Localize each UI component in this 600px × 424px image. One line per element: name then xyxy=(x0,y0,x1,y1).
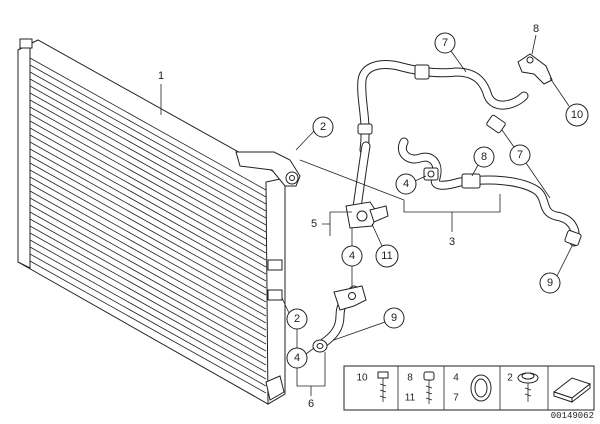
seal-ring-icon xyxy=(470,374,492,402)
callout-2-lower-text: 2 xyxy=(294,313,300,325)
part-3-label: 3 xyxy=(449,236,455,248)
cooler-fins xyxy=(29,57,267,394)
legend-label-10: 10 xyxy=(356,373,368,384)
callout-4-lower-text: 4 xyxy=(294,352,300,364)
shim-plate-icon xyxy=(552,377,592,404)
part-3-group: 3 xyxy=(299,159,501,248)
callout-2-lower: 2 xyxy=(281,297,308,330)
callout-2-upper: 2 xyxy=(295,116,334,151)
legend-label-7: 7 xyxy=(453,393,459,404)
callout-7-mid: 7 xyxy=(501,129,551,199)
callout-9-right: 9 xyxy=(539,245,573,294)
callout-7-top: 7 xyxy=(434,32,467,73)
callout-4-mid: 4 xyxy=(395,173,427,195)
callout-7-mid-text: 7 xyxy=(517,149,523,161)
callout-4-mid-text: 4 xyxy=(403,178,409,190)
fastener-legend: 10 8 11 4 7 2 xyxy=(343,365,595,411)
callout-10-text: 10 xyxy=(571,109,583,121)
part-5-group: 5 xyxy=(311,211,352,236)
callout-9-lower-text: 9 xyxy=(391,312,397,324)
part-5-label: 5 xyxy=(311,218,317,230)
callout-9-right-text: 9 xyxy=(547,277,553,289)
callout-4-lower: 4 xyxy=(286,347,315,369)
part-8-small-group: 8 xyxy=(531,23,539,55)
callout-11-text: 11 xyxy=(381,250,392,262)
callout-8-mid-text: 8 xyxy=(481,151,487,163)
legend-label-11: 11 xyxy=(405,393,416,404)
hose-assembly-upper xyxy=(345,53,553,229)
callout-4-left: 4 xyxy=(341,228,363,288)
screw-icon xyxy=(377,371,389,402)
bolt-icon xyxy=(423,371,435,404)
callout-10: 10 xyxy=(549,77,589,127)
legend-label-2: 2 xyxy=(507,373,513,384)
flange-screw-icon xyxy=(517,372,539,402)
part-8-small-label: 8 xyxy=(533,23,539,35)
part-6-label: 6 xyxy=(308,398,314,410)
drawing-number: 00149062 xyxy=(551,411,594,421)
part-1-label-group: 1 xyxy=(158,70,164,115)
legend-label-8: 8 xyxy=(407,373,413,384)
hose-assembly-mid xyxy=(398,114,582,247)
callout-2-upper-text: 2 xyxy=(320,121,326,133)
callout-8-mid: 8 xyxy=(471,146,495,177)
part-1-label: 1 xyxy=(158,70,164,82)
callout-7-top-text: 7 xyxy=(442,37,448,49)
lower-pipe-assembly xyxy=(312,285,367,353)
callout-4-left-text: 4 xyxy=(349,250,355,262)
callout-11: 11 xyxy=(371,223,399,268)
callout-9-lower: 9 xyxy=(333,307,405,341)
part-6-group: 6 xyxy=(296,329,326,410)
legend-label-4: 4 xyxy=(453,373,459,384)
oil-cooler-radiator xyxy=(17,38,301,405)
